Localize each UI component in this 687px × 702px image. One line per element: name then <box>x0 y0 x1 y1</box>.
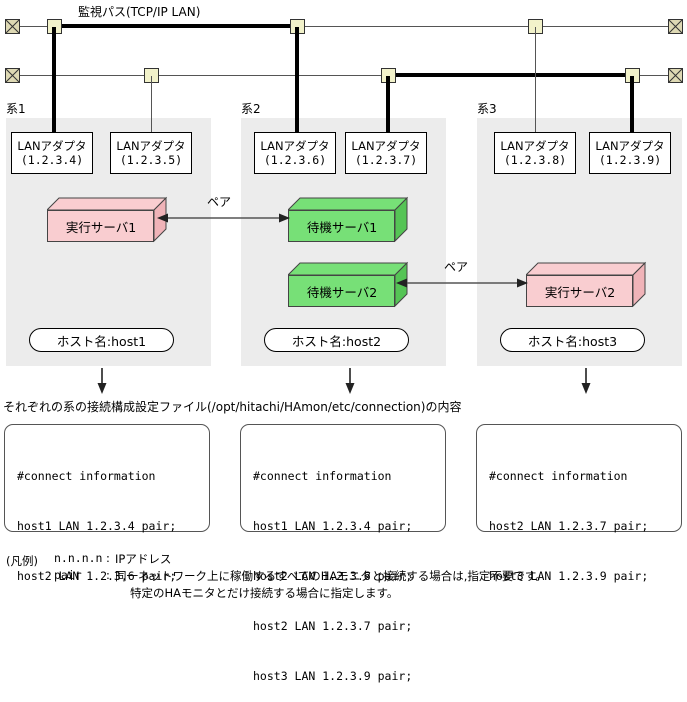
bus-1-terminator-left <box>5 19 20 34</box>
bus-2-terminator-right <box>668 68 683 83</box>
droplink-sys3-adapter2 <box>630 76 634 132</box>
system-label-1: 系1 <box>6 102 26 116</box>
pair-arrow-2 <box>396 276 528 290</box>
server-label: 待機サーバ1 <box>306 219 378 235</box>
hostname-pill-1: ホスト名:host1 <box>29 328 174 352</box>
server-box-standby-2: 待機サーバ2 <box>288 261 408 308</box>
config-box-host3: #connect information host2 LAN 1.2.3.7 p… <box>476 424 682 583</box>
lan-adapter-name: LANアダプタ <box>17 138 87 153</box>
bus-2-thick-main <box>388 73 636 77</box>
pair-label-2: ペア <box>444 260 469 274</box>
lan-adapter-name: LANアダプタ <box>260 138 330 153</box>
legend-value-ipaddress: IPアドレス <box>115 552 172 566</box>
droplink-sys2-adapter1 <box>295 27 299 132</box>
lan-adapter-name: LANアダプタ <box>595 138 665 153</box>
droplink-sys3-adapter1 <box>535 27 536 132</box>
config-box-host1: #connect information host1 LAN 1.2.3.4 p… <box>4 424 210 583</box>
lan-adapter-name: LANアダプタ <box>116 138 186 153</box>
config-line: #connect information <box>489 469 628 484</box>
config-line: #connect information <box>253 469 392 484</box>
config-line: host2 LAN 1.2.3.7 pair; <box>489 519 649 534</box>
legend-sep-pair: : <box>106 568 110 582</box>
legend-sep-ipaddress: : <box>106 551 110 565</box>
legend-value-pair-line1: 同一ネットワーク上に稼働するすべてのHAモニタと接続する場合は,指定不要です。 <box>115 569 547 583</box>
lan-adapter-name: LANアダプタ <box>351 138 421 153</box>
hostname-pill-3: ホスト名:host3 <box>500 328 645 352</box>
bus-1-thick-main <box>54 24 304 28</box>
server-label: 待機サーバ2 <box>306 284 378 300</box>
bus-1-thin-left <box>16 26 54 27</box>
down-arrow-3 <box>580 368 592 394</box>
droplink-sys1-adapter1 <box>52 27 56 132</box>
lan-adapter-ip: (1.2.3.9) <box>598 153 662 167</box>
lan-adapter-ip: (1.2.3.4) <box>20 153 84 167</box>
pair-arrow-1 <box>157 211 290 225</box>
config-line: host3 LAN 1.2.3.9 pair; <box>489 569 649 584</box>
config-line: #connect information <box>17 469 156 484</box>
lan-adapter-1-2-3-4: LANアダプタ (1.2.3.4) <box>11 132 93 174</box>
lan-adapter-ip: (1.2.3.6) <box>263 153 327 167</box>
down-arrow-1 <box>96 368 108 394</box>
bus-1-terminator-right <box>668 19 683 34</box>
server-label: 実行サーバ2 <box>544 284 616 300</box>
config-line: host2 LAN 1.2.3.7 pair; <box>253 619 413 634</box>
bus-title-label: 監視パス(TCP/IP LAN) <box>78 5 201 19</box>
config-line: host3 LAN 1.2.3.9 pair; <box>253 669 413 684</box>
lan-adapter-1-2-3-9: LANアダプタ (1.2.3.9) <box>589 132 671 174</box>
lan-adapter-ip: (1.2.3.8) <box>503 153 567 167</box>
droplink-sys1-adapter2 <box>151 76 152 132</box>
bus-1-thin-right <box>303 26 675 27</box>
config-line: host1 LAN 1.2.3.4 pair; <box>253 519 413 534</box>
legend-key-pair: pair <box>54 568 82 582</box>
config-file-caption: それぞれの系の接続構成設定ファイル(/opt/hitachi/HAmon/etc… <box>3 400 462 414</box>
lan-adapter-1-2-3-7: LANアダプタ (1.2.3.7) <box>345 132 427 174</box>
system-label-3: 系3 <box>477 102 497 116</box>
server-box-active-1: 実行サーバ1 <box>47 196 167 243</box>
pair-label-1: ペア <box>207 195 232 209</box>
lan-adapter-1-2-3-5: LANアダプタ (1.2.3.5) <box>110 132 192 174</box>
lan-adapter-ip: (1.2.3.5) <box>119 153 183 167</box>
bus-2-terminator-left <box>5 68 20 83</box>
config-line: host2 LAN 1.2.3.6 pair; <box>253 569 413 584</box>
legend-value-pair-line2: 特定のHAモニタとだけ接続する場合に指定します。 <box>130 586 399 600</box>
server-box-active-2: 実行サーバ2 <box>526 261 646 308</box>
server-label: 実行サーバ1 <box>65 219 137 235</box>
hostname-pill-2: ホスト名:host2 <box>264 328 409 352</box>
system-label-2: 系2 <box>241 102 261 116</box>
lan-adapter-ip: (1.2.3.7) <box>354 153 418 167</box>
down-arrow-2 <box>344 368 356 394</box>
server-box-standby-1: 待機サーバ1 <box>288 196 408 243</box>
lan-adapter-1-2-3-6: LANアダプタ (1.2.3.6) <box>254 132 336 174</box>
legend-title: (凡例) <box>6 554 38 568</box>
config-line: host2 LAN 1.2.3.6 pair; <box>17 569 177 584</box>
lan-adapter-name: LANアダプタ <box>500 138 570 153</box>
legend-key-ipaddress: n.n.n.n <box>54 551 103 565</box>
bus-2-thin-left <box>16 75 388 76</box>
config-line: host1 LAN 1.2.3.4 pair; <box>17 519 177 534</box>
lan-adapter-1-2-3-8: LANアダプタ (1.2.3.8) <box>494 132 576 174</box>
config-box-host2: #connect information host1 LAN 1.2.3.4 p… <box>240 424 446 683</box>
droplink-sys2-adapter2 <box>386 76 390 132</box>
bus-2-thin-right <box>636 75 672 76</box>
